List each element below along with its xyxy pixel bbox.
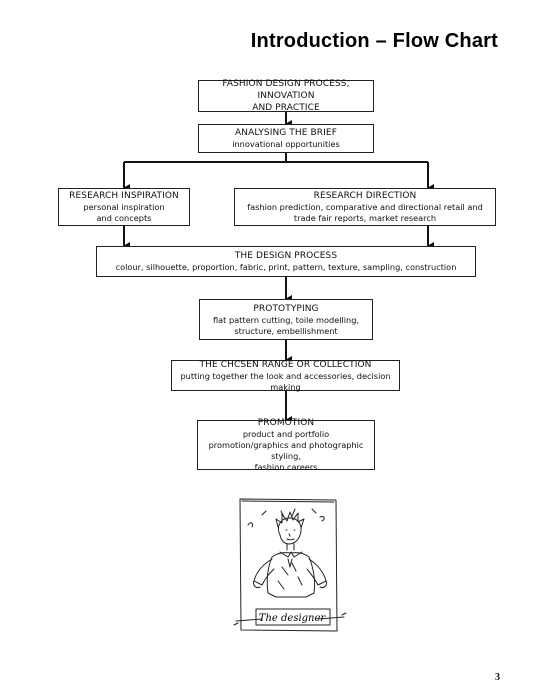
- box-range-title: THE CHCSEN RANGE OR COLLECTION: [199, 359, 372, 370]
- box-design-process-line1: colour, silhouette, proportion, fabric, …: [115, 262, 457, 272]
- box-analysing-line1: innovational opportunities: [232, 139, 340, 149]
- box-prototyping-line2: structure, embellishment: [234, 325, 338, 336]
- box-research-direction-title: RESEARCH DIRECTION: [313, 191, 417, 201]
- box-design-process-title: THE DESIGN PROCESS: [234, 251, 338, 261]
- box-promotion: PROMOTION product and portfolio promotio…: [197, 418, 375, 472]
- box-research-inspiration-line1: personal inspiration: [83, 202, 165, 212]
- box-fashion-design-process: FASHION DESIGN PROCESS, INNOVATION AND P…: [198, 79, 374, 113]
- box-prototyping-line1: flat pattern cutting, toile modelling,: [212, 314, 360, 325]
- box-promotion-line3: fashion careers: [254, 462, 318, 472]
- box-fashion-design-title: FASHION DESIGN PROCESS, INNOVATION: [222, 79, 350, 101]
- box-promotion-line1: product and portfolio: [242, 429, 330, 439]
- box-analysing-title: ANALYSING THE BRIEF: [235, 128, 337, 138]
- box-analysing-the-brief: ANALYSING THE BRIEF innovational opportu…: [198, 124, 374, 153]
- box-range-line1: putting together the look and accessorie…: [180, 370, 391, 392]
- box-research-inspiration: RESEARCH INSPIRATION personal inspiratio…: [58, 188, 190, 226]
- box-research-direction-line1: fashion prediction, comparative and dire…: [247, 202, 483, 212]
- box-research-direction: RESEARCH DIRECTION fashion prediction, c…: [234, 188, 496, 226]
- page-title: Introduction – Flow Chart: [250, 30, 498, 52]
- box-fashion-design-title-line2: AND PRACTICE: [252, 103, 320, 113]
- box-design-process: THE DESIGN PROCESS colour, silhouette, p…: [96, 246, 476, 277]
- box-research-direction-line2: trade fair reports, market research: [293, 213, 437, 223]
- designer-sketch: The designer: [233, 498, 347, 632]
- page-number: 3: [495, 672, 500, 683]
- box-prototyping-title: PROTOTYPING: [253, 303, 319, 314]
- illustration-caption: The designer: [259, 613, 327, 624]
- box-promotion-title: PROMOTION: [257, 418, 315, 428]
- box-promotion-line2: promotion/graphics and photographic styl…: [208, 440, 364, 461]
- designer-illustration: The designer: [232, 497, 348, 641]
- box-prototyping: PROTOTYPING flat pattern cutting, toile …: [199, 299, 373, 340]
- box-research-inspiration-line2: and concepts: [96, 213, 152, 223]
- box-range-or-collection: THE CHCSEN RANGE OR COLLECTION putting t…: [171, 359, 400, 392]
- box-research-inspiration-title: RESEARCH INSPIRATION: [69, 191, 179, 201]
